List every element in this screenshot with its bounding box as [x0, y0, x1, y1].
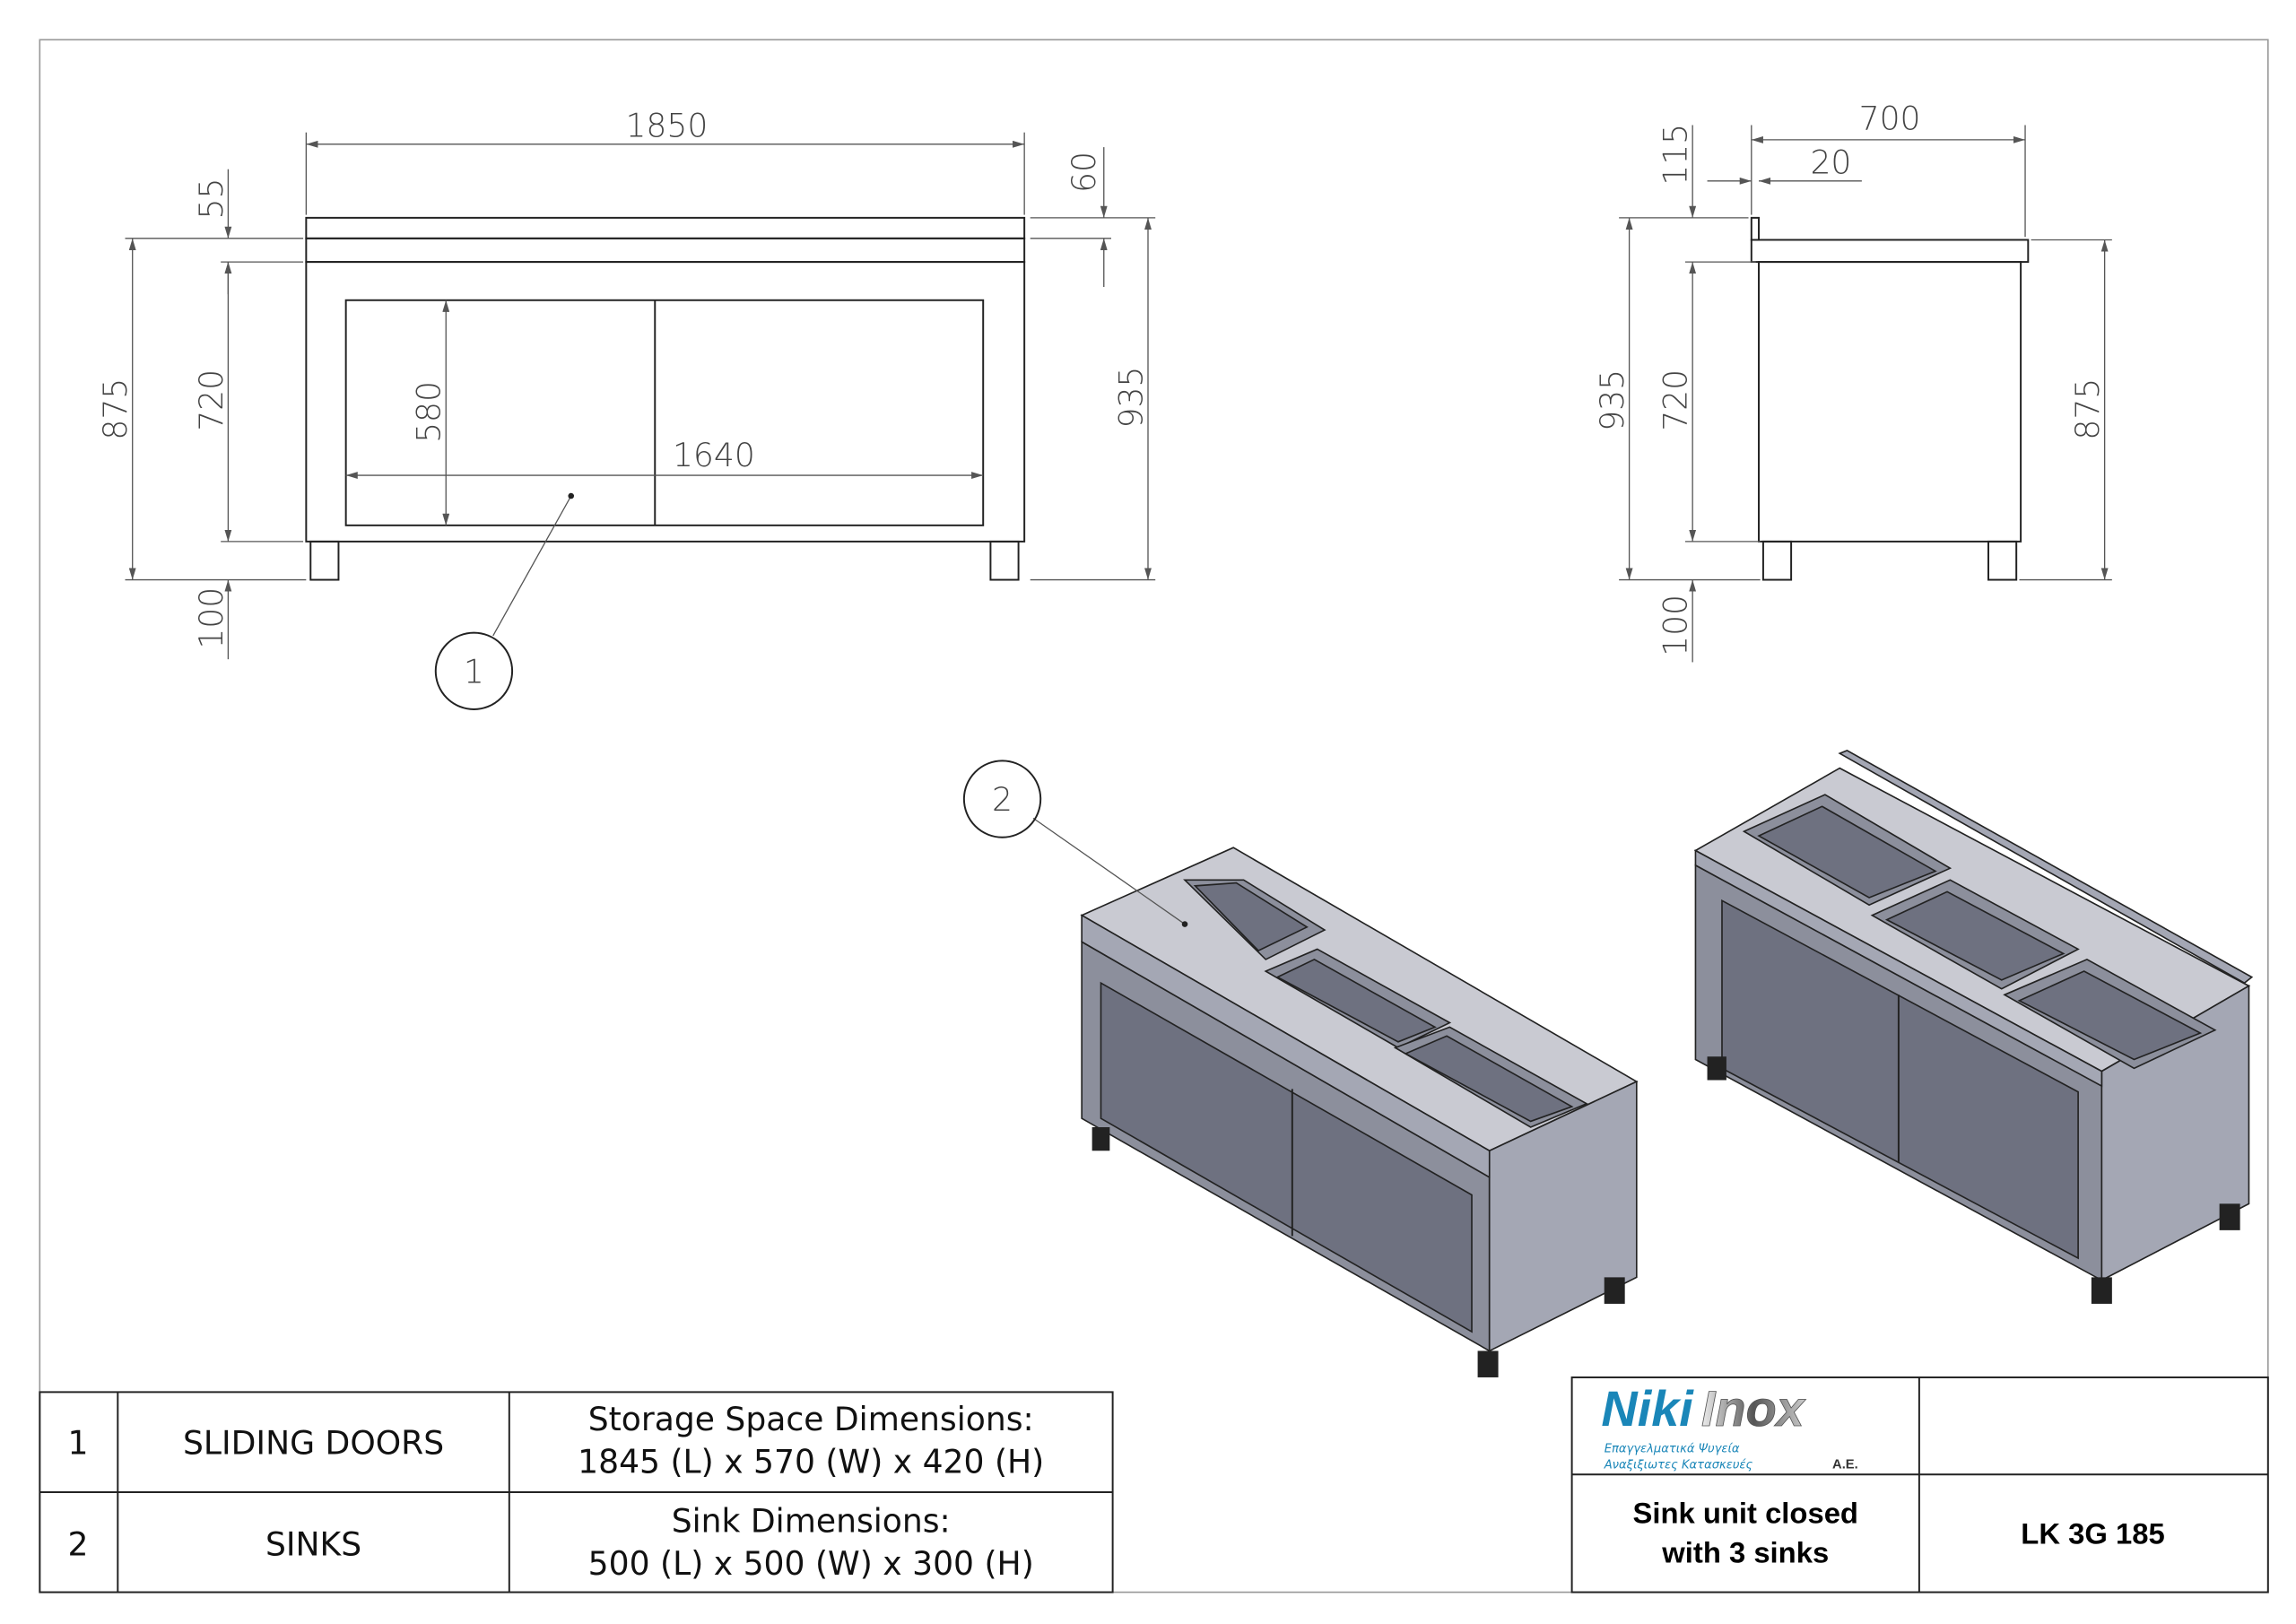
logo-brand-part1: Niki: [1601, 1380, 1694, 1437]
dim-front-935: 935: [1111, 367, 1150, 429]
part-2-number: 2: [68, 1525, 89, 1564]
part-1-number: 1: [68, 1423, 89, 1462]
dim-side-935: 935: [1593, 369, 1631, 431]
title-description-line1: Sink unit closed: [1632, 1496, 1858, 1529]
front-view: 1850 875 55 720 100 580 1640 60 935 1: [96, 107, 1156, 710]
part-1-name: SLIDING DOORS: [183, 1423, 444, 1462]
logo-tagline2: Αναξιξιωτες Κατασκευές: [1604, 1459, 1753, 1472]
dim-front-875: 875: [96, 378, 135, 440]
dim-side-700: 700: [1859, 99, 1921, 137]
parts-table: 1 SLIDING DOORS Storage Space Dimensions…: [39, 1391, 1114, 1594]
dim-side-20: 20: [1810, 143, 1851, 182]
dim-front-720: 720: [192, 369, 230, 431]
part-1-desc-line2: 1845 (L) x 570 (W) x 420 (H): [578, 1443, 1044, 1481]
dim-side-115: 115: [1657, 124, 1695, 186]
side-view: 700 20 115 935 720 100 875: [1593, 99, 2112, 663]
logo-brand-part2: Inox: [1701, 1380, 1806, 1437]
dim-front-100: 100: [192, 587, 230, 649]
dim-front-55: 55: [192, 178, 230, 220]
dim-side-875: 875: [2068, 378, 2107, 440]
part-2-name: SINKS: [265, 1525, 361, 1564]
logo-tagline1: Επαγγελματικά Ψυγεία: [1605, 1443, 1740, 1456]
isometric-view-open: 2: [962, 760, 1639, 1377]
part-1-desc-line1: Storage Space Dimensions:: [588, 1400, 1034, 1438]
nikiinox-logo: Niki Inox Επαγγελματικά Ψυγεία Αναξιξιωτ…: [1601, 1380, 1857, 1472]
balloon-1: [434, 631, 514, 710]
balloon-2: [962, 760, 1042, 838]
balloon-2-label: 2: [992, 780, 1013, 819]
title-description-line2: with 3 sinks: [1661, 1536, 1829, 1569]
title-block: Niki Inox Επαγγελματικά Ψυγεία Αναξιξιωτ…: [1570, 1376, 2269, 1594]
part-2-desc-line1: Sink Dimensions:: [672, 1501, 951, 1540]
dim-front-60: 60: [1065, 152, 1103, 193]
part-2-desc-line2: 500 (L) x 500 (W) x 300 (H): [588, 1544, 1034, 1583]
balloon-1-label: 1: [464, 652, 484, 690]
dim-front-width: 1850: [625, 107, 708, 145]
dim-side-720: 720: [1657, 369, 1695, 431]
model-number: LK 3G 185: [2021, 1516, 2164, 1550]
dim-side-100: 100: [1657, 595, 1695, 656]
isometric-view-closed: [1693, 749, 2254, 1304]
dim-door-width: 1640: [673, 436, 755, 474]
drawing-border: [39, 39, 2269, 1594]
dim-door-height: 580: [410, 381, 448, 443]
logo-suffix: A.E.: [1832, 1458, 1858, 1472]
